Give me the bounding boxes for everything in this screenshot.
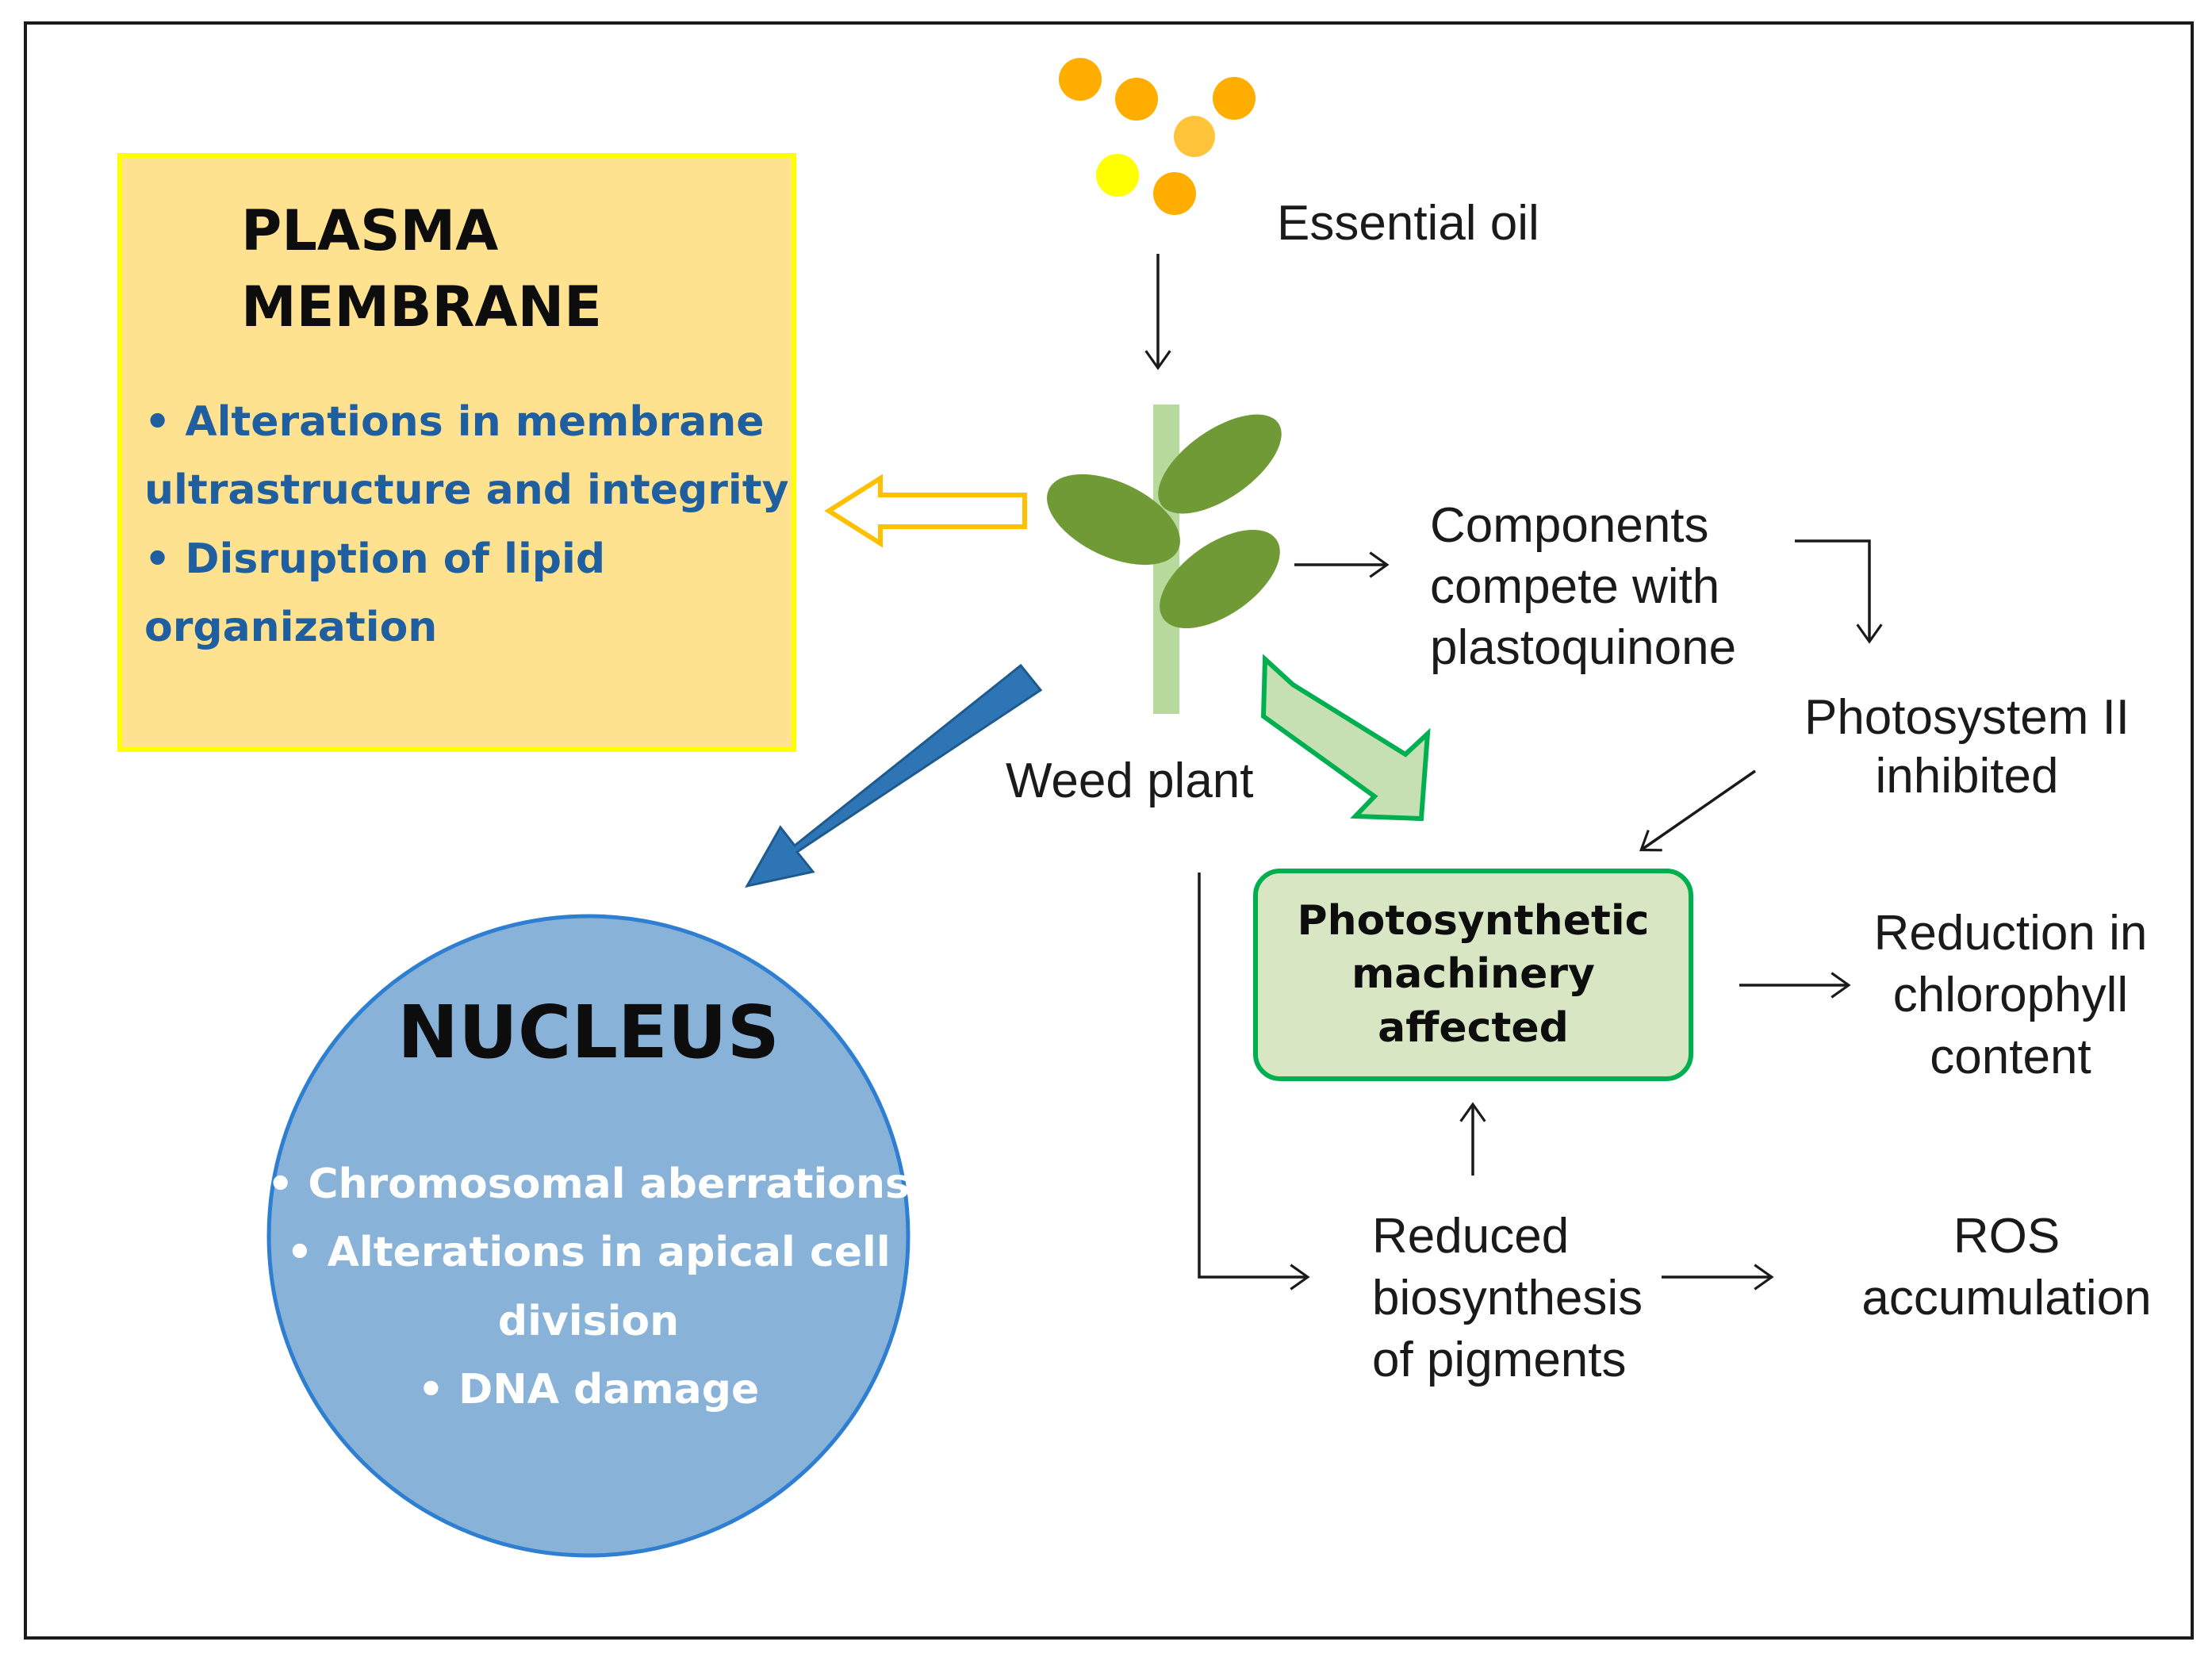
photosynthetic-machinery-label: Photosynthetic machinery affected [1297,896,1650,1052]
plant-leaf [1047,474,1180,566]
oil-drop [1153,172,1196,215]
diagram-frame [24,21,2194,1640]
plasma-membrane-effect: • Disruption of lipid organization [144,535,606,651]
photosynthetic-machinery-box: Photosynthetic machinery affected [1253,869,1693,1081]
nucleus-title: NUCLEUS [397,990,780,1075]
arrow-photosystem-to-machinery [1639,769,1756,852]
plant-leaf [1160,529,1280,629]
pigments-label: Reduced biosynthesis of pigments [1372,1209,1643,1388]
arrow-to-plasma-membrane [824,474,1027,548]
components-label: Components compete with plastoquinone [1430,498,1737,675]
chlorophyll-label: Reduction in chlorophyll content [1873,906,2148,1085]
plasma-membrane-title: PLASMA MEMBRANE [241,198,602,339]
oil-drop [1096,154,1139,197]
ros-label: ROS accumulation [1861,1209,2152,1326]
oil-droplets-icon [1059,58,1256,215]
oil-drop [1059,58,1102,101]
nucleus-circle [266,914,910,1558]
nucleus-effects: • Chromosomal aberrations • Alterations … [240,1150,937,1424]
essential-oil-label: Essential oil [1277,196,1539,251]
nucleus-effect: • DNA damage [417,1365,760,1413]
photosystem-label: Photosystem II inhibited [1804,690,2130,804]
plasma-membrane-effects: • Alterations in membrane ultrastructure… [144,388,799,662]
oil-drop [1213,77,1256,120]
arrow-to-nucleus [745,663,1043,888]
arrow-plant-to-pigments [1198,873,1310,1291]
weed-plant-icon [1047,405,1282,714]
arrow-to-photosynthetic-machinery [1260,654,1431,822]
weed-plant-label: Weed plant [1006,754,1254,808]
nucleus-effect: • Chromosomal aberrations [266,1160,910,1208]
nucleus-effect: • Alterations in apical cell division [286,1229,891,1345]
plant-leaf [1158,414,1282,514]
arrow-components-to-photosystem [1795,539,1883,644]
oil-drop [1174,116,1215,157]
plasma-membrane-effect: • Alterations in membrane ultrastructure… [144,398,789,515]
plasma-membrane-box: PLASMA MEMBRANE • Alterations in membran… [117,153,796,752]
oil-drop [1115,78,1158,121]
